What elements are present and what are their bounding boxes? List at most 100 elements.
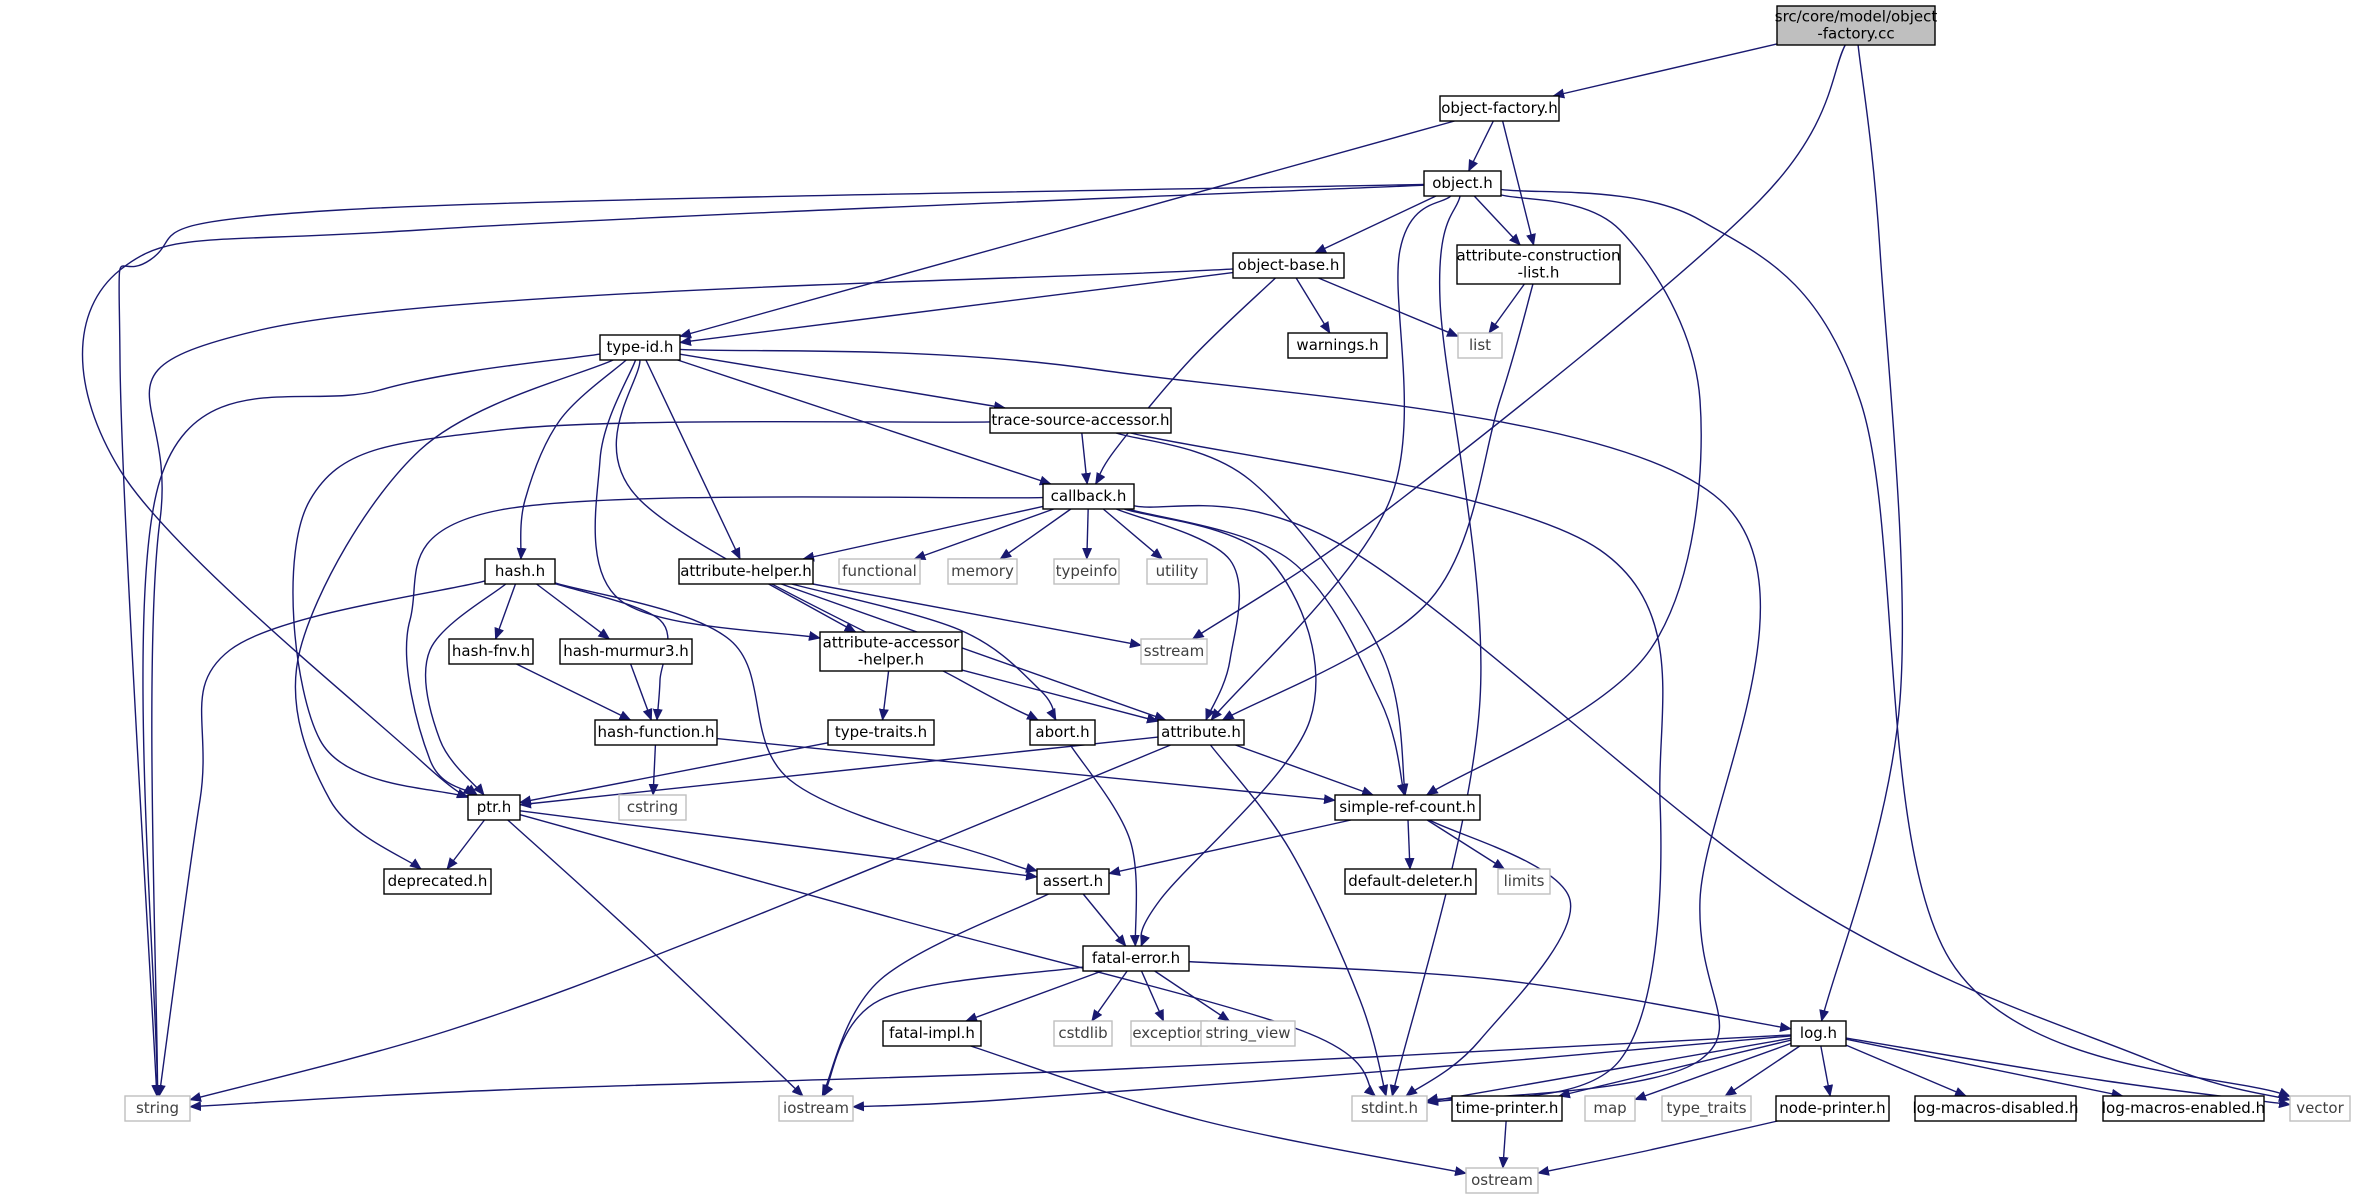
node-box — [1029, 719, 1096, 746]
edge-log-h-to-node-printer-h — [1820, 1045, 1834, 1097]
edge-simple-ref-count-h-to-default-deleter-h — [1404, 819, 1415, 870]
edge-root-to-object-factory-h — [1552, 43, 1778, 99]
node-label: utility — [1156, 562, 1199, 580]
node-callback-h[interactable]: callback.h — [1042, 483, 1135, 510]
node-log-macros-disabled-h[interactable]: log-macros-disabled.h — [1913, 1095, 2079, 1122]
edge-hash-h-to-hash-fnv-h — [494, 583, 517, 640]
node-box — [1423, 170, 1502, 197]
node-label: list — [1469, 336, 1491, 354]
node-box — [1776, 5, 1936, 46]
node-box — [1439, 95, 1560, 122]
node-box — [1130, 1020, 1208, 1047]
node-box — [989, 407, 1172, 434]
node-box — [448, 638, 534, 665]
node-hash-fnv-h[interactable]: hash-fnv.h — [448, 638, 534, 665]
node-attribute-accessor-helper-h[interactable]: attribute-accessor-helper.h — [819, 631, 963, 672]
edge-fatal-error-h-to-log-h — [1188, 960, 1792, 1032]
node-box — [1146, 558, 1208, 585]
edge-hash-h-to-ptr-h — [424, 583, 507, 796]
node-type-traits-h[interactable]: type-traits.h — [827, 719, 935, 746]
edge-log-h-to-time-printer-h — [1557, 1039, 1792, 1099]
edge-attribute-construction-list-h-to-attribute-h — [1221, 283, 1534, 721]
node-label: -factory.cc — [1817, 25, 1894, 43]
edge-object-h-to-attribute-h — [1210, 195, 1452, 721]
node-type-id-h[interactable]: type-id.h — [599, 334, 681, 361]
edge-log-h-to-string — [189, 1034, 1792, 1112]
node-node-printer-h[interactable]: node-printer.h — [1775, 1095, 1890, 1122]
edges-layer — [81, 43, 2291, 1177]
edge-fatal-impl-h-to-ostream — [970, 1045, 1467, 1177]
edge-simple-ref-count-h-to-assert-h — [1108, 819, 1352, 877]
node-typeinfo: typeinfo — [1053, 558, 1120, 585]
edge-ptr-h-to-assert-h — [519, 810, 1038, 881]
edge-attribute-h-to-simple-ref-count-h — [1235, 744, 1375, 796]
node-label: trace-source-accessor.h — [991, 411, 1169, 429]
node-exception: exception — [1130, 1020, 1208, 1047]
node-label: type_traits — [1666, 1099, 1746, 1118]
node-box — [1451, 1095, 1563, 1122]
node-log-macros-enabled-h[interactable]: log-macros-enabled.h — [2102, 1095, 2265, 1122]
node-fatal-impl-h[interactable]: fatal-impl.h — [882, 1020, 982, 1047]
node-box — [1082, 945, 1190, 972]
node-string-view: string_view — [1200, 1020, 1296, 1047]
node-object-factory-h[interactable]: object-factory.h — [1439, 95, 1560, 122]
node-label: fatal-error.h — [1092, 949, 1180, 967]
edge-root-to-log-h — [1819, 44, 1904, 1022]
edge-callback-h-to-attribute-h — [1116, 508, 1241, 721]
node-object-h[interactable]: object.h — [1423, 170, 1502, 197]
node-box — [124, 1095, 191, 1122]
node-label: typeinfo — [1056, 562, 1118, 580]
edge-trace-source-accessor-h-to-stdint-h — [1130, 432, 1664, 1104]
node-box — [383, 868, 492, 895]
edge-object-h-to-ptr-h — [81, 184, 1425, 797]
edge-object-base-h-to-type-id-h — [679, 271, 1234, 347]
node-default-deleter-h[interactable]: default-deleter.h — [1344, 868, 1477, 895]
node-object-base-h[interactable]: object-base.h — [1232, 252, 1345, 279]
node-label: attribute-helper.h — [680, 562, 812, 580]
node-label: -helper.h — [858, 651, 924, 669]
node-label: memory — [951, 562, 1014, 580]
edge-attribute-h-to-string — [189, 744, 1171, 1102]
node-label: abort.h — [1035, 723, 1089, 741]
node-hash-h[interactable]: hash.h — [484, 558, 556, 585]
edge-log-h-to-iostream — [852, 1035, 1792, 1112]
edge-log-h-to-log-macros-enabled-h — [1845, 1038, 2124, 1099]
node-log-h[interactable]: log.h — [1790, 1020, 1847, 1047]
node-attribute-construction-list-h[interactable]: attribute-construction-list.h — [1456, 244, 1621, 285]
node-hash-function-h[interactable]: hash-function.h — [594, 719, 718, 746]
edge-simple-ref-count-h-to-limits — [1426, 819, 1506, 870]
node-assert-h[interactable]: assert.h — [1036, 868, 1110, 895]
node-box — [1661, 1095, 1752, 1122]
edge-fatal-error-h-to-cstdlib — [1091, 970, 1128, 1022]
node-label: attribute-construction — [1456, 247, 1620, 265]
node-string: string — [124, 1095, 191, 1122]
node-box — [618, 794, 687, 821]
node-deprecated-h[interactable]: deprecated.h — [383, 868, 492, 895]
node-sstream: sstream — [1140, 638, 1208, 665]
edge-hash-h-to-string — [155, 580, 486, 1097]
node-attribute-h[interactable]: attribute.h — [1157, 719, 1245, 746]
node-ptr-h[interactable]: ptr.h — [467, 794, 521, 821]
edge-attribute-accessor-helper-h-to-attribute-h — [961, 669, 1159, 724]
node-box — [838, 558, 921, 585]
node-warnings-h[interactable]: warnings.h — [1287, 332, 1388, 359]
edge-callback-h-to-fatal-error-h — [1123, 508, 1317, 947]
node-attribute-helper-h[interactable]: attribute-helper.h — [678, 558, 814, 585]
node-label: hash-fnv.h — [452, 642, 530, 660]
node-fatal-error-h[interactable]: fatal-error.h — [1082, 945, 1190, 972]
edge-hash-h-to-assert-h — [554, 582, 1038, 873]
node-time-printer-h[interactable]: time-printer.h — [1451, 1095, 1563, 1122]
node-ostream: ostream — [1465, 1167, 1539, 1194]
node-simple-ref-count-h[interactable]: simple-ref-count.h — [1334, 794, 1481, 821]
edge-object-factory-h-to-type-id-h — [679, 120, 1455, 339]
edge-ptr-h-to-deprecated-h — [446, 819, 486, 870]
edge-ptr-h-to-iostream — [507, 819, 804, 1097]
node-box — [1351, 1095, 1428, 1122]
node-abort-h[interactable]: abort.h — [1029, 719, 1096, 746]
node-hash-murmur3-h[interactable]: hash-murmur3.h — [559, 638, 693, 665]
node-label: functional — [842, 562, 917, 580]
node-label: callback.h — [1051, 487, 1127, 505]
node-trace-source-accessor-h[interactable]: trace-source-accessor.h — [989, 407, 1172, 434]
edge-log-h-to-vector — [1845, 1037, 2291, 1109]
node-root[interactable]: src/core/model/object-factory.cc — [1775, 5, 1938, 46]
